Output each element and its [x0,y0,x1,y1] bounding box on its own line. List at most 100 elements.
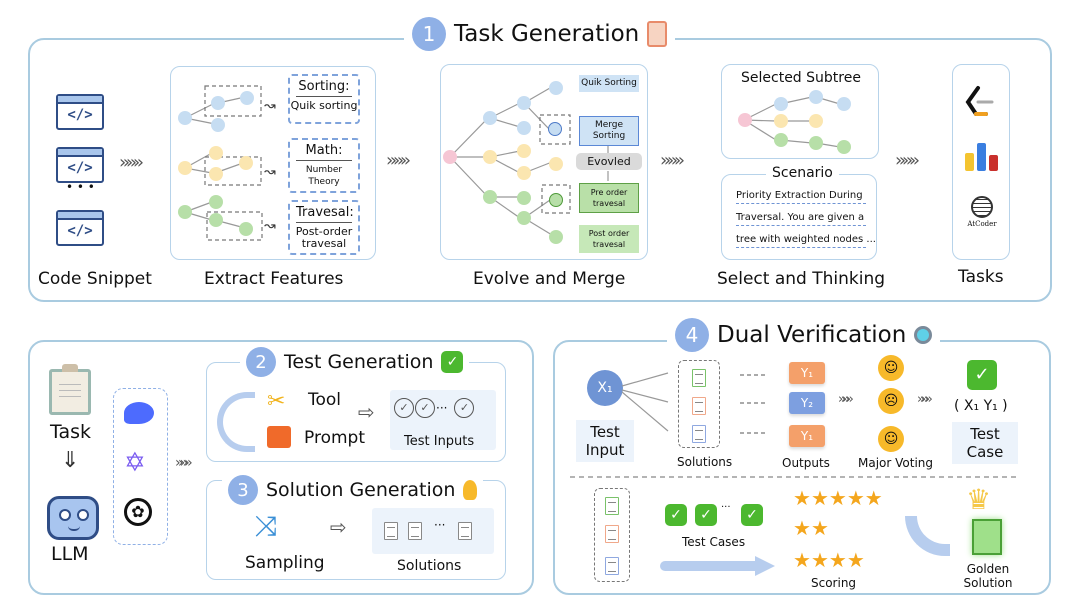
tree-node [443,150,457,164]
smiley-icon: ☺ [878,426,904,452]
tree-node [549,230,563,244]
smiley-icon: ☺ [878,355,904,381]
curl-arrow-icon: ↝ [264,98,276,114]
chevrons-icon: »»» [917,392,933,407]
lightbulb-icon [463,480,478,500]
shuffle-icon: ⤨ [255,509,278,542]
scenario-label: Scenario [766,165,839,181]
document-icon [605,557,619,575]
scenario-line: Priority Extraction During [736,190,866,204]
step-badge: 1 [412,17,446,51]
magnifier-icon [914,326,933,344]
tree-node [774,97,788,111]
test-inputs-label: Test Inputs [404,434,475,449]
selected-subtree-box [721,64,879,159]
task-clipboard-icon [49,364,91,415]
down-arrow-icon: ⇓ [61,448,80,473]
chevrons-icon: »»» [660,150,685,171]
output-box: Y₂ [789,392,825,414]
output-box: Y₁ [789,362,825,384]
test-input-icon: ✓ [394,398,414,418]
solutions-group [678,360,720,448]
document-icon [384,522,398,540]
test-inputs-box: ✓ ✓ ··· ✓ Test Inputs [390,390,496,450]
atcoder-icon: AtCoder [960,196,1004,234]
curl-arrow-icon: ↝ [264,164,276,180]
star-rating-row: ★★★★★ [793,486,883,510]
scoring-arrow-head [755,556,775,576]
solutions-label: Solutions [677,455,733,469]
section-title: Task Generation [454,21,640,47]
major-voting-label: Major Voting [858,456,934,470]
scoring-arrow [660,561,760,571]
tree-node [549,193,563,207]
evolve-box-post-order: Post order travesal [579,225,639,253]
tree-node [239,222,253,236]
document-icon [408,522,422,540]
llm-label: LLM [51,543,89,565]
task-label: Task [50,421,92,443]
section-title: Solution Generation [266,479,456,501]
tree-node [517,144,531,158]
curl-arrow-icon: ↝ [264,218,276,234]
tree-node [517,96,531,110]
step-badge: 2 [246,347,276,377]
star-icon: ★ [846,486,865,510]
test-generation-title: 2 Test Generation ✓ [240,347,470,377]
star-icon: ★ [828,548,847,572]
step-badge: 3 [228,475,258,505]
checkmark-icon: ✓ [741,504,763,526]
select-thinking-label: Select and Thinking [717,269,886,289]
tasks-box [952,64,1010,260]
code-snippet-icon: </> [56,147,104,183]
star-icon: ★ [810,548,829,572]
document-icon [605,497,619,515]
tree-node [483,150,497,164]
evolve-merge-label: Evolve and Merge [473,269,626,289]
evolve-box-pre-order: Pre order travesal [579,183,639,213]
chevrons-icon: »»» [838,392,854,407]
crown-icon: ♛ [966,483,992,516]
tree-node [738,113,752,127]
chevrons-icon: »»» [895,150,920,171]
checkmark-icon: ✓ [967,360,997,390]
checkmark-icon: ✓ [665,504,687,526]
test-input-icon: ✓ [415,398,435,418]
document-icon [605,525,619,543]
test-cases-label: Test Cases [682,535,746,549]
checkmark-icon: ✓ [441,351,464,373]
codeforces-icon [965,143,999,171]
model-list-box [113,388,168,545]
tree-node [209,195,223,209]
tree-node [774,114,788,128]
outputs-label: Outputs [782,456,830,470]
tree-node [240,91,254,105]
scenario-box [721,174,877,260]
star-icon: ★ [793,516,811,540]
tree-node [517,121,531,135]
ellipsis: • • • [66,180,95,194]
feature-box-sorting: Sorting:Quik sorting [288,74,360,124]
document-icon [458,522,472,540]
solution-generation-title: 3 Solution Generation [222,475,484,505]
prompt-label: Prompt [304,428,365,448]
tree-node [211,96,225,110]
tree-node [548,122,562,136]
qwen-icon: ✡ [124,448,146,478]
chevrons-icon: »»» [119,152,144,173]
checkmark-icon: ✓ [695,504,717,526]
step-badge: 4 [675,318,709,352]
document-icon [692,397,706,415]
tree-node [837,97,851,111]
ellipsis: ··· [436,401,448,415]
ellipsis: ··· [721,502,731,513]
code-snippet-icon: </> [56,210,104,246]
code-snippet-icon: </> [56,94,104,130]
cycle-arrows-icon [217,392,255,452]
star-icon: ★ [810,516,829,540]
openai-icon: ✿ [124,498,152,526]
test-input-label: Test Input [576,420,634,462]
star-icon: ★ [864,486,883,510]
scenario-line: tree with weighted nodes ... [736,234,876,248]
tree-node [178,161,192,175]
